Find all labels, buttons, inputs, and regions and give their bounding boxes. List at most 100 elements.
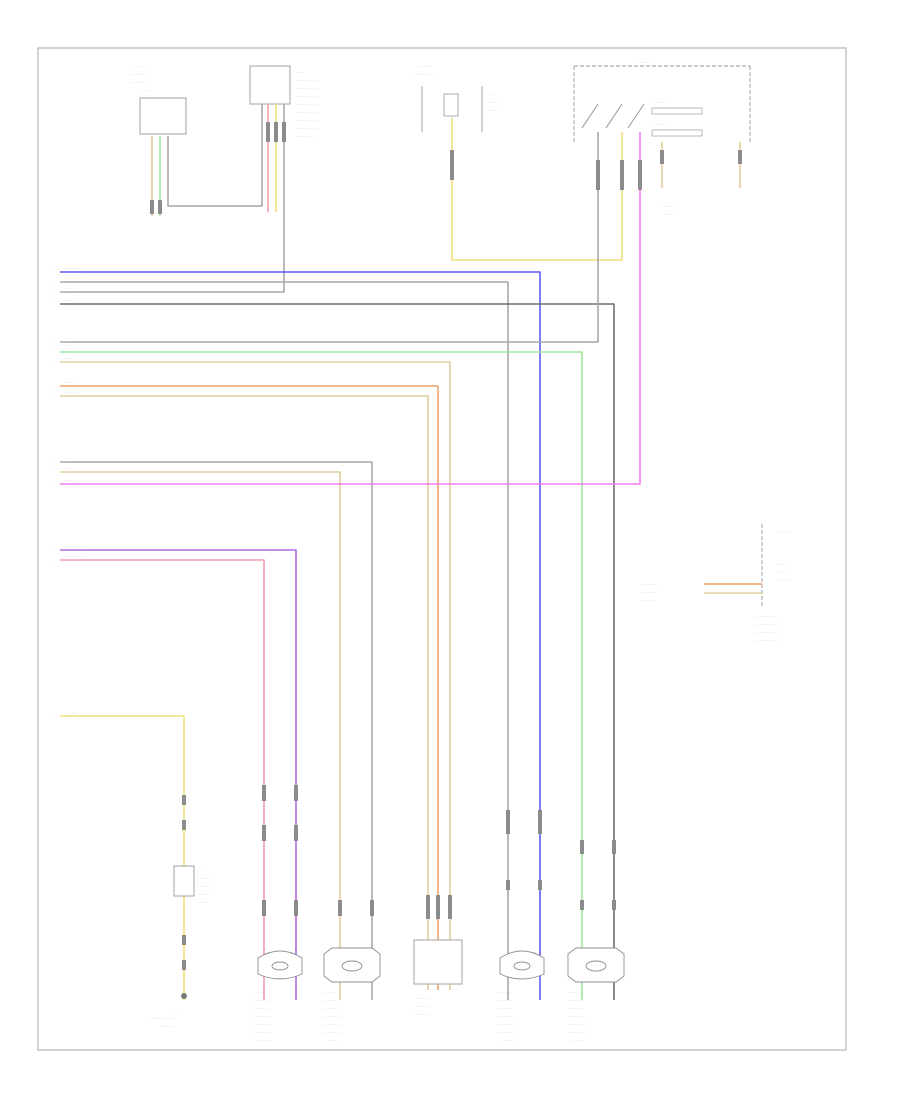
left-rear-wheel-sensor: · · · · · · · · · · · · · · · · · · · · … bbox=[254, 950, 303, 1043]
wire-pink bbox=[60, 559, 265, 1000]
svg-text:·: · bbox=[48, 559, 49, 563]
svg-text:· · · · · · ·: · · · · · · · bbox=[254, 999, 268, 1003]
svg-text:· · · · ·: · · · · · bbox=[64, 381, 74, 385]
switch-module: · · · · · · · · · · · · · · · · · · · · … bbox=[573, 61, 751, 217]
svg-text:· · · · ·: · · · · · bbox=[64, 337, 74, 341]
center-control-module: · · · · · · · · · · · · · · · · · · · · … bbox=[412, 939, 463, 1017]
wire-purple bbox=[60, 549, 297, 1000]
svg-text:· · · · · · ·: · · · · · · · bbox=[498, 1007, 512, 1011]
svg-text:· · ·: · · · bbox=[64, 467, 70, 471]
svg-text:· · ·: · · · bbox=[64, 347, 70, 351]
wire-tan-3 bbox=[60, 471, 341, 1000]
svg-text:· · · · · · ·: · · · · · · · bbox=[254, 1007, 268, 1011]
svg-text:· · · · · ·: · · · · · · bbox=[498, 991, 510, 995]
svg-text:· · · · · · ·: · · · · · · · bbox=[662, 205, 676, 209]
svg-text:· · · · · ·: · · · · · · bbox=[198, 877, 210, 881]
svg-text:·: · bbox=[48, 280, 49, 284]
svg-text:· · · · ·: · · · · · bbox=[140, 89, 150, 93]
svg-text:· · ·: · · · bbox=[64, 457, 70, 461]
svg-text:·: · bbox=[48, 460, 49, 464]
svg-text:· · · · · · · ·: · · · · · · · · bbox=[568, 1031, 585, 1035]
svg-text:· · · · · · · ·: · · · · · · · · bbox=[636, 61, 653, 65]
svg-text:· · · · · ·: · · · · · · bbox=[135, 65, 147, 69]
wire-magenta bbox=[60, 132, 641, 485]
svg-text:· · · · · · · · · ·: · · · · · · · · · · bbox=[64, 555, 85, 559]
svg-text:· · · · · · · · · ·: · · · · · · · · · · bbox=[756, 623, 777, 627]
svg-text:· · · · · · · ·: · · · · · · · · bbox=[642, 583, 659, 587]
wire-tan-2 bbox=[60, 395, 429, 990]
svg-text:· · · · · ·: · · · · · · bbox=[198, 893, 210, 897]
left-front-wheel-sensor: · · · · · · · · · · · · · · · · · · · · … bbox=[323, 947, 381, 1043]
bus-pin-labels: · · · · · · · · · · · · · · · bbox=[48, 270, 49, 719]
svg-text:· · · · · · ·: · · · · · · · bbox=[160, 1025, 174, 1029]
right-rear-wheel-sensor: · · · · · · · · · · · · · · · · · · · · … bbox=[498, 950, 545, 1043]
svg-text:· · · · · ·: · · · · · · bbox=[568, 991, 580, 995]
svg-text:· · · ·: · · · · bbox=[296, 71, 304, 75]
svg-text:· · · · · · · ·: · · · · · · · · bbox=[296, 135, 313, 139]
svg-text:· · · · · · · · · ·: · · · · · · · · · · bbox=[296, 95, 317, 99]
svg-text:· · · · · · · · · ·: · · · · · · · · · · bbox=[296, 119, 317, 123]
svg-text:· · · · · · ·: · · · · · · · bbox=[324, 999, 338, 1003]
wire-blue bbox=[60, 271, 541, 1000]
svg-text:· · · · · · · ·: · · · · · · · · bbox=[324, 1015, 341, 1019]
svg-text:·: · bbox=[48, 360, 49, 364]
wire-black bbox=[60, 303, 615, 1000]
svg-text:· · · · · · · ·: · · · · · · · · bbox=[130, 81, 147, 85]
svg-text:·: · bbox=[48, 384, 49, 388]
svg-text:· · · · · · ·: · · · · · · · bbox=[324, 1007, 338, 1011]
svg-text:· · · · ·: · · · · · bbox=[664, 213, 674, 217]
svg-text:· · · · · · · ·: · · · · · · · · bbox=[254, 1015, 271, 1019]
svg-text:· · · · · · ·: · · · · · · · bbox=[486, 101, 500, 105]
svg-text:· · · · · · · · · · · ·: · · · · · · · · · · · · bbox=[150, 1017, 175, 1021]
svg-text:· · · · · ·: · · · · · · bbox=[486, 109, 498, 113]
svg-text:· · · · ·: · · · · · bbox=[328, 1039, 338, 1043]
svg-text:· · ·: · · · bbox=[70, 711, 76, 715]
svg-text:· · · · · · · · · ·: · · · · · · · · · · bbox=[296, 127, 317, 131]
diagram-frame bbox=[37, 47, 847, 1051]
wire-green bbox=[60, 351, 583, 1000]
wire-top-center-3 bbox=[60, 104, 285, 293]
svg-text:· · · ·: · · · · bbox=[486, 93, 494, 97]
wire-code-labels: · · · · · · · · · · · · · · · · · · · · … bbox=[64, 267, 85, 715]
svg-text:· · · · · · · · · ·: · · · · · · · · · · bbox=[414, 73, 435, 77]
svg-text:·: · bbox=[48, 549, 49, 553]
svg-text:· · · · ·: · · · · · bbox=[324, 991, 334, 995]
svg-text:· · · · · · · · · ·: · · · · · · · · · · bbox=[296, 87, 317, 91]
svg-text:· · · · · · · ·: · · · · · · · · bbox=[568, 1015, 585, 1019]
svg-text:·: · bbox=[48, 470, 49, 474]
svg-text:· · · · · · · · · ·: · · · · · · · · · · bbox=[756, 631, 777, 635]
svg-text:· · · · · · · · · ·: · · · · · · · · · · bbox=[296, 111, 317, 115]
svg-text:· · · · · ·: · · · · · · bbox=[502, 1039, 514, 1043]
svg-text:· · · · · · ·: · · · · · · · bbox=[654, 101, 668, 105]
svg-text:· · · · · · ·: · · · · · · · bbox=[416, 1005, 430, 1009]
svg-text:· · · · · ·: · · · · · · bbox=[642, 599, 654, 603]
svg-text:· · · · · · · ·: · · · · · · · · bbox=[324, 1031, 341, 1035]
svg-text:· · · · · · ·: · · · · · · · bbox=[418, 65, 432, 69]
svg-text:· · · · · · · · · ·: · · · · · · · · · · bbox=[756, 615, 777, 619]
svg-text:· · · · · · · ·: · · · · · · · · bbox=[254, 1023, 271, 1027]
svg-text:· · · · · · · ·: · · · · · · · · bbox=[498, 1023, 515, 1027]
svg-text:· · · · · · · · · ·: · · · · · · · · · · bbox=[64, 545, 85, 549]
svg-text:· · · · · · · ·: · · · · · · · · bbox=[64, 277, 81, 281]
svg-text:· · · · · · ·: · · · · · · · bbox=[642, 591, 656, 595]
wire-yellow bbox=[60, 715, 185, 1000]
svg-text:·: · bbox=[48, 300, 49, 304]
svg-text:·: · bbox=[48, 394, 49, 398]
svg-text:· · · · · · ·: · · · · · · · bbox=[568, 1007, 582, 1011]
wires bbox=[60, 104, 741, 1000]
svg-text:· · · · ·: · · · · · bbox=[64, 357, 74, 361]
svg-text:· · · · ·: · · · · · bbox=[778, 571, 788, 575]
svg-text:· · ·: · · · bbox=[64, 299, 70, 303]
svg-text:· · · · · · · ·: · · · · · · · · bbox=[254, 1031, 271, 1035]
top-left-module: · · · · · · · · · · · · · · · · · · · · … bbox=[130, 65, 187, 135]
svg-text:· · · · · · ·: · · · · · · · bbox=[654, 123, 668, 127]
svg-text:· · · · · ·: · · · · · · bbox=[258, 1039, 270, 1043]
svg-text:·: · bbox=[48, 350, 49, 354]
svg-text:· · · · · ·: · · · · · · bbox=[778, 579, 790, 583]
wire-top-left-3 bbox=[167, 104, 263, 207]
svg-text:·: · bbox=[48, 270, 49, 274]
wire-gray-1 bbox=[60, 281, 509, 1000]
svg-text:· · · ·: · · · · bbox=[172, 1009, 180, 1013]
right-side-component: · · · · · · · · · · · · · · · · · · · · … bbox=[642, 524, 790, 643]
